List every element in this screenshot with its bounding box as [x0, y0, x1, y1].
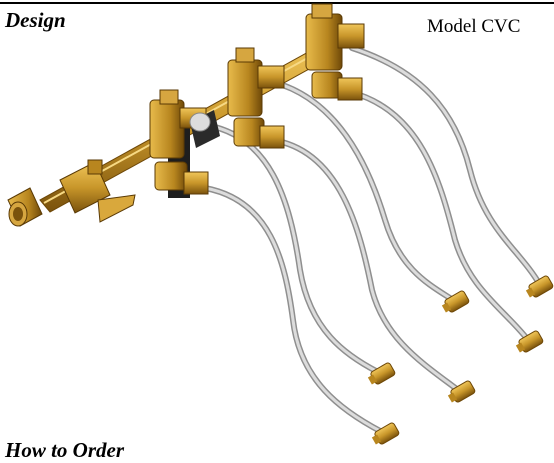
hose-end-fittings — [367, 275, 554, 445]
valve-block-1 — [149, 89, 220, 198]
model-label: Model CVC — [427, 16, 521, 37]
design-heading: Design — [5, 8, 66, 32]
inlet-fitting — [7, 159, 136, 227]
valve-block-3 — [305, 3, 365, 101]
manifold-illustration — [7, 3, 554, 445]
hoses — [202, 45, 543, 435]
how-to-order-heading: How to Order — [5, 438, 125, 462]
top-rule — [0, 2, 554, 4]
valve-block-2 — [227, 47, 285, 149]
hose-1a — [202, 122, 381, 375]
